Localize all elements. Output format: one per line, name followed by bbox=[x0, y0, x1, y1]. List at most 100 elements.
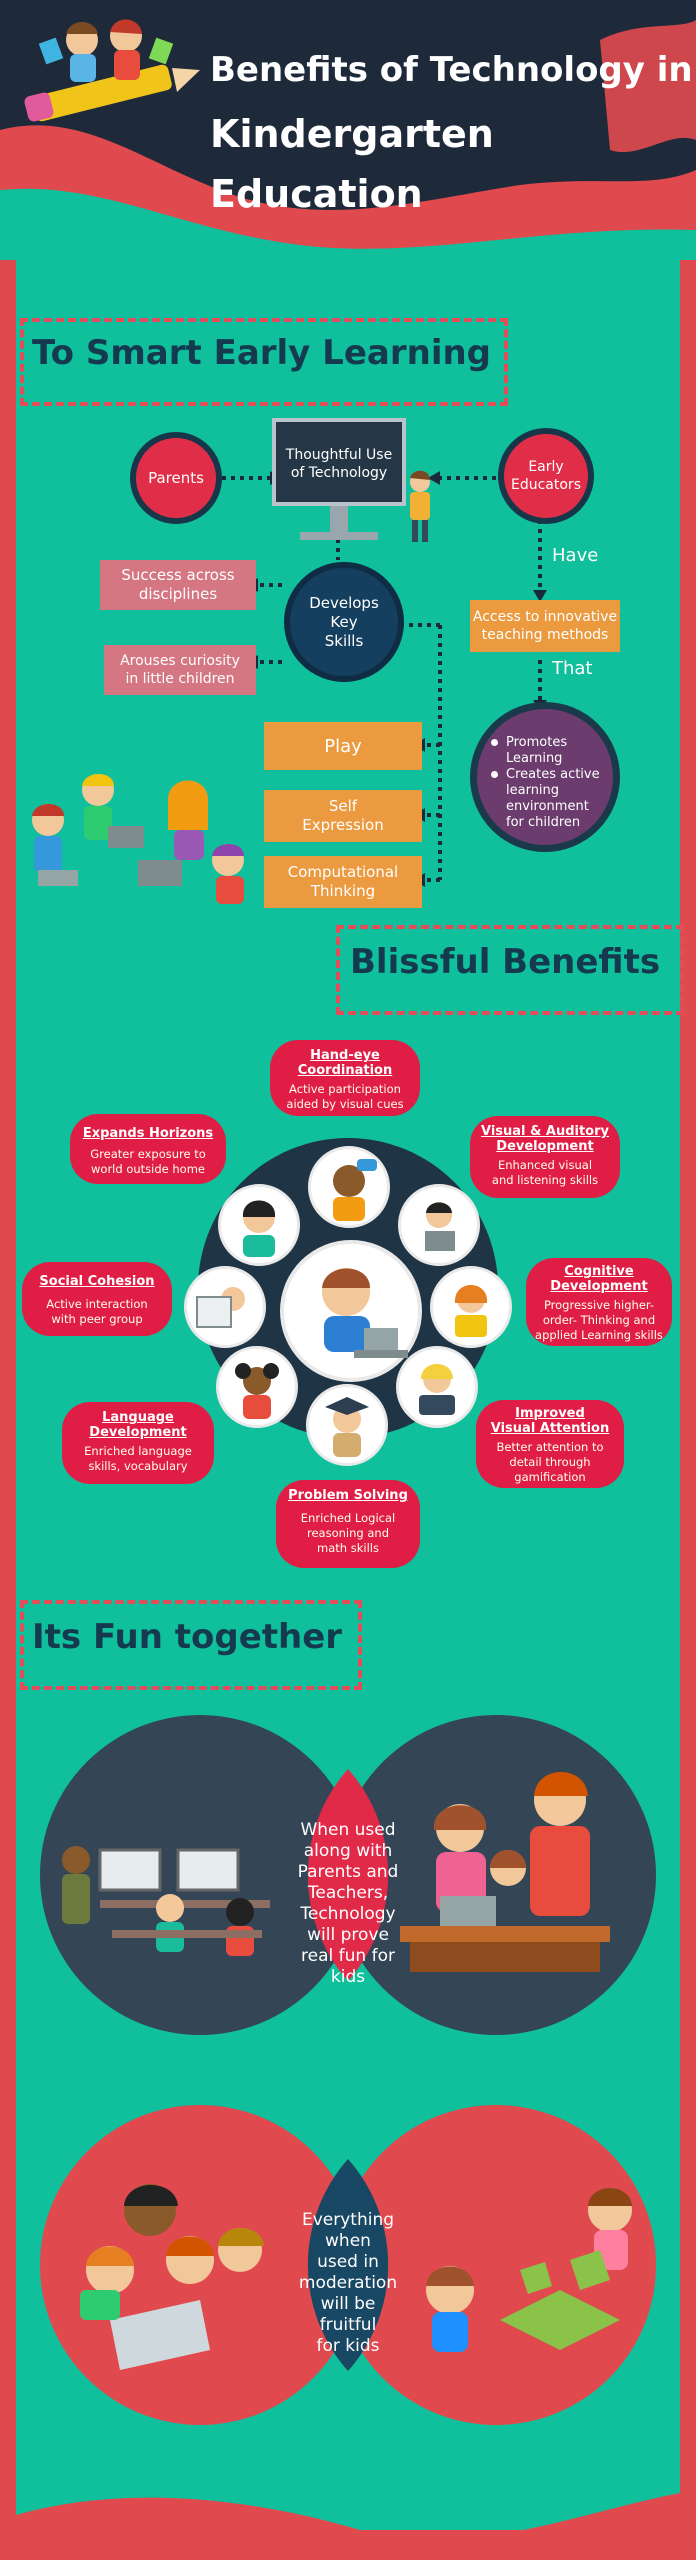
promotes-circle: Promotes Learning Creates active learnin… bbox=[470, 702, 620, 852]
avatar-news-kid bbox=[184, 1266, 266, 1348]
headphones-kid-icon bbox=[333, 1159, 377, 1221]
venn1-line: Teachers, bbox=[307, 1883, 389, 1903]
benefit-social-cohesion: Social Cohesion Active interaction with … bbox=[22, 1262, 172, 1336]
benefit-title-line2: Development bbox=[89, 1425, 187, 1440]
venn2-line: will be bbox=[320, 2294, 376, 2314]
develops-line1: Develops bbox=[309, 593, 379, 612]
benefit-title-line2: Coordination bbox=[297, 1063, 393, 1078]
access-box: Access to innovative teaching methods bbox=[470, 600, 620, 652]
tablet-kid-icon bbox=[454, 1285, 488, 1337]
educators-line1: Early bbox=[528, 459, 564, 475]
promotes-item1-line1: Promotes bbox=[506, 735, 568, 750]
play-box: Play bbox=[264, 722, 422, 770]
curiosity-line2: in little children bbox=[125, 671, 235, 687]
venn-diagram-1 bbox=[40, 1715, 656, 2035]
venn1-line: When used bbox=[300, 1820, 396, 1840]
newspaper-kid-icon bbox=[196, 1287, 245, 1328]
girl-computer-icon bbox=[242, 1200, 276, 1257]
kids-with-laptops-illustration bbox=[32, 774, 244, 904]
benefit-desc-line1: Active interaction bbox=[46, 1297, 148, 1311]
tech-label-line2: of Technology bbox=[290, 465, 388, 481]
promotes-item2-line3: environment bbox=[506, 799, 589, 814]
teacher-illustration bbox=[410, 470, 430, 542]
venn1-line: will prove bbox=[307, 1925, 389, 1945]
benefit-title-line1: Visual & Auditory bbox=[480, 1124, 609, 1139]
play-label: Play bbox=[324, 735, 362, 757]
benefit-title-line1: Cognitive bbox=[564, 1264, 634, 1279]
venn2-line: moderation bbox=[298, 2273, 398, 2293]
self-line1: Self bbox=[328, 797, 358, 815]
benefit-title-line1: Improved bbox=[515, 1406, 585, 1421]
girl-kid-icon bbox=[235, 1363, 279, 1419]
benefit-desc-line1: Enhanced visual bbox=[497, 1158, 593, 1172]
venn2-line: when bbox=[325, 2231, 371, 2251]
benefit-desc-line2: detail through bbox=[509, 1455, 591, 1469]
section3-title-box bbox=[20, 1600, 362, 1690]
benefit-desc-line1: Greater exposure to bbox=[90, 1147, 206, 1161]
benefit-title-line1: Language bbox=[102, 1410, 174, 1425]
benefit-title-line1: Hand-eye bbox=[310, 1048, 380, 1063]
benefit-cognitive: Cognitive Development Progressive higher… bbox=[526, 1258, 672, 1346]
benefit-hand-eye: Hand-eye Coordination Active participati… bbox=[270, 1040, 420, 1116]
promotes-item1-line2: Learning bbox=[506, 751, 563, 766]
benefit-visual-auditory: Visual & Auditory Development Enhanced v… bbox=[470, 1116, 620, 1198]
early-educators-circle: Early Educators bbox=[498, 428, 594, 524]
comp-line2: Thinking bbox=[310, 882, 376, 900]
benefit-desc-line2: skills, vocabulary bbox=[88, 1459, 188, 1473]
self-line2: Expression bbox=[302, 816, 384, 834]
benefit-desc-line2: reasoning and bbox=[307, 1526, 389, 1540]
venn1-line: Technology bbox=[300, 1904, 396, 1924]
graduate-kid-icon bbox=[325, 1397, 369, 1457]
benefit-title-line2: Development bbox=[496, 1139, 594, 1154]
benefit-desc-line3: math skills bbox=[317, 1541, 379, 1555]
venn1-text: When used along with Parents and Teacher… bbox=[290, 1820, 406, 1988]
promotes-bullet1: Promotes Learning Creates active learnin… bbox=[491, 735, 600, 831]
that-label: That bbox=[552, 658, 593, 679]
boy-with-laptop-icon bbox=[322, 1268, 408, 1358]
benefit-desc-line1: Better attention to bbox=[496, 1440, 604, 1454]
avatar-graduate-kid bbox=[306, 1384, 388, 1466]
kids-on-pencil-illustration bbox=[24, 19, 200, 122]
promotes-item2-line1: Creates active bbox=[506, 767, 600, 782]
monitor-stand bbox=[330, 506, 348, 534]
self-expression-box: Self Expression bbox=[264, 790, 422, 842]
benefit-expands-horizons: Expands Horizons Greater exposure to wor… bbox=[70, 1114, 226, 1184]
venn2-line: fruitful bbox=[319, 2315, 377, 2335]
camera-kid-icon bbox=[419, 1364, 455, 1415]
have-label: Have bbox=[552, 545, 599, 566]
benefit-title-line2: Development bbox=[550, 1279, 648, 1294]
benefit-desc-line2: and listening skills bbox=[491, 1173, 599, 1187]
benefit-desc-line1: Progressive higher- bbox=[543, 1298, 655, 1312]
curiosity-line1: Arouses curiosity bbox=[120, 653, 240, 669]
bullet-dot bbox=[491, 739, 498, 746]
footer-wave bbox=[0, 2490, 696, 2560]
header-title-line1: Benefits of Technology in bbox=[210, 50, 693, 90]
avatar-girl-kid bbox=[216, 1346, 298, 1428]
technology-monitor: Thoughtful Use of Technology bbox=[272, 418, 406, 506]
benefit-desc-line1: Enriched Logical bbox=[300, 1511, 396, 1525]
section2-title: Blissful Benefits bbox=[350, 942, 661, 982]
bullet-dot bbox=[491, 771, 498, 778]
header-wave bbox=[0, 20, 696, 260]
benefit-language: Language Development Enriched language s… bbox=[62, 1402, 214, 1484]
benefit-desc-line1: Active participation bbox=[289, 1082, 401, 1096]
avatar-girl-computer bbox=[218, 1184, 300, 1266]
benefit-title-line1: Expands Horizons bbox=[82, 1126, 214, 1141]
develops-line3: Skills bbox=[324, 631, 364, 650]
educators-line2: Educators bbox=[511, 477, 581, 493]
header-banner: Benefits of Technology in Kindergarten E… bbox=[0, 0, 696, 260]
venn1-line: Parents and bbox=[297, 1862, 399, 1882]
develops-key-skills-circle: Develops Key Skills bbox=[284, 562, 404, 682]
access-line2: teaching methods bbox=[481, 627, 609, 643]
benefit-desc-line2: with peer group bbox=[51, 1312, 143, 1326]
promotes-item2-line2: learning bbox=[506, 783, 560, 798]
curiosity-box: Arouses curiosity in little children bbox=[104, 645, 256, 695]
promotes-item2-line4: for children bbox=[506, 815, 581, 830]
benefit-desc-line3: gamification bbox=[514, 1470, 586, 1484]
section1-title-box bbox=[20, 318, 508, 406]
venn2-line: for kids bbox=[316, 2336, 380, 2356]
venn1-line: along with bbox=[303, 1841, 393, 1861]
venn1-line: real fun for bbox=[301, 1946, 395, 1966]
header-title-line3: Education bbox=[210, 172, 423, 216]
